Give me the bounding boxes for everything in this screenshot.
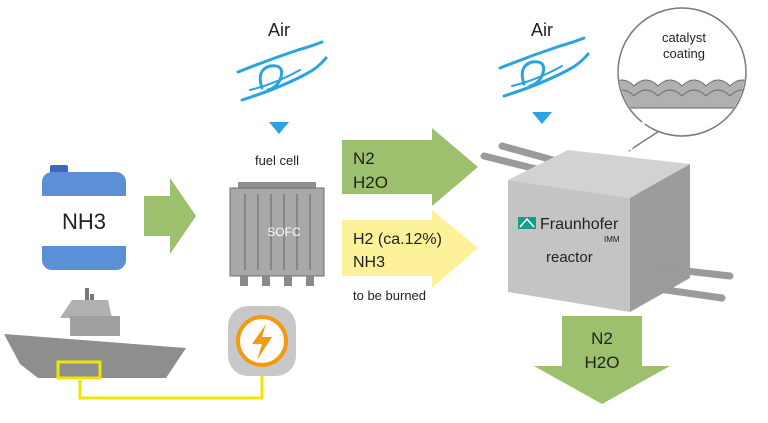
- exhaust-h2o-label: H2O: [353, 173, 388, 192]
- to-be-burned-label: to be burned: [353, 288, 426, 303]
- ship-icon: [4, 288, 186, 380]
- catalyst-callout: [617, 7, 747, 153]
- residual-h2-label: H2 (ca.12%): [353, 231, 442, 248]
- exhaust-n2-label: N2: [353, 149, 375, 168]
- flow-arrow-tank-to-cell: [144, 178, 196, 254]
- air-down-arrow-right: [532, 112, 552, 124]
- sofc-stack: [229, 182, 325, 286]
- air-label-right: Air: [531, 20, 553, 40]
- residual-nh3-label: NH3: [353, 254, 385, 271]
- nh3-tank-label: NH3: [62, 209, 106, 234]
- air-down-arrow-left: [269, 122, 289, 134]
- reactor-box: [480, 142, 734, 312]
- air-swirl-icon: [498, 36, 590, 98]
- output-h2o-label: H2O: [585, 353, 620, 372]
- fraunhofer-logo-icon: [518, 217, 536, 229]
- nh3-tank-icon: [42, 165, 126, 270]
- fraunhofer-label: Fraunhofer: [540, 216, 619, 233]
- sofc-label: SOFC: [267, 225, 301, 239]
- flow-arrow-residual-fuel: [342, 210, 478, 288]
- catalyst-label-line2: coating: [663, 46, 705, 61]
- catalyst-label-line1: catalyst: [662, 30, 706, 45]
- air-swirl-icon: [236, 40, 328, 102]
- output-n2-label: N2: [591, 329, 613, 348]
- lightning-power-icon: [228, 306, 296, 376]
- flow-arrow-reactor-output: [534, 316, 670, 404]
- air-label-left: Air: [268, 20, 290, 40]
- reactor-label: reactor: [546, 249, 593, 266]
- flow-arrow-exhaust: [342, 128, 478, 206]
- imm-label: IMM: [604, 235, 620, 244]
- fuel-cell-label: fuel cell: [255, 153, 299, 168]
